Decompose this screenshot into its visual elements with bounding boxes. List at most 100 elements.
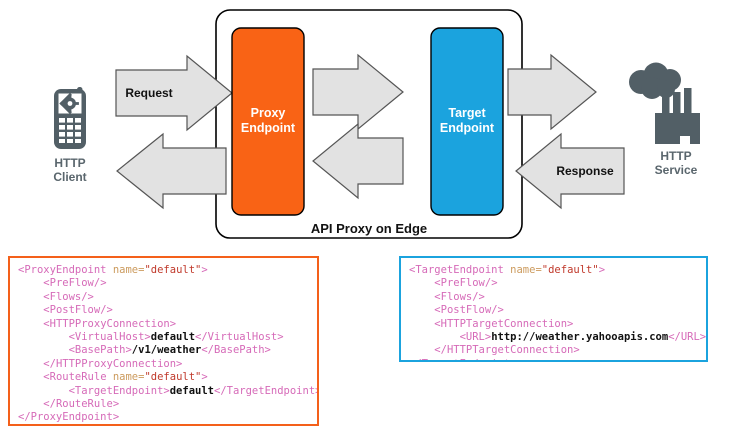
code-line: <TargetEndpoint name="default">	[409, 264, 698, 277]
code-token-plain	[409, 344, 434, 356]
code-token-tag: <PreFlow/>	[434, 277, 498, 290]
code-token-plain	[18, 331, 69, 343]
http-client-label-line2: Client	[53, 170, 86, 184]
code-line: <PostFlow/>	[409, 304, 698, 317]
arrow-request-label: Request	[125, 86, 172, 100]
code-line: <PreFlow/>	[409, 277, 698, 290]
proxy-endpoint-node[interactable]: Proxy Endpoint	[231, 27, 305, 216]
code-line: <Flows/>	[18, 291, 309, 304]
code-token-plain	[18, 371, 43, 383]
http-client-actor: HTTP Client	[53, 87, 87, 184]
code-line: <ProxyEndpoint name="default">	[18, 264, 309, 277]
code-token-tag: <TargetEndpoint>	[68, 384, 170, 397]
code-token-tag: </TargetEndpoint>	[409, 358, 516, 360]
target-endpoint-node[interactable]: Target Endpoint	[430, 27, 504, 216]
proxy-endpoint-label-line2: Endpoint	[241, 121, 296, 135]
code-token-plain	[18, 344, 69, 356]
code-token-tag: <TargetEndpoint	[409, 264, 504, 276]
http-service-actor: HTTP Service	[629, 62, 700, 177]
code-token-plain	[409, 277, 434, 289]
proxy-endpoint-box[interactable]	[231, 27, 305, 216]
code-token-tag: <URL>	[459, 330, 492, 343]
code-token-tag: </VirtualHost>	[195, 330, 284, 343]
api-proxy-flow-diagram: Request Response Proxy Endpoint	[53, 9, 700, 239]
code-token-tag: <PreFlow/>	[43, 277, 107, 290]
code-token-tag: </RouteRule>	[43, 397, 120, 410]
code-line: <Flows/>	[409, 291, 698, 304]
factory-cloud-icon	[629, 62, 700, 144]
code-token-txt: http://weather.yahooapis.com	[491, 330, 669, 343]
code-token-plain	[18, 291, 43, 303]
arrow-response-label: Response	[556, 164, 614, 178]
arrow-response: Response	[515, 132, 625, 210]
code-token-txt: /v1/weather	[131, 344, 202, 357]
code-line: <HTTPTargetConnection>	[409, 318, 698, 331]
code-line: </ProxyEndpoint>	[18, 411, 309, 424]
code-token-tag: >	[201, 264, 208, 276]
code-token-tag: </BasePath>	[201, 344, 271, 357]
code-token-plain	[18, 318, 43, 330]
http-service-label-line1: HTTP	[660, 149, 691, 163]
mobile-phone-gear-icon	[54, 87, 86, 149]
code-line: <RouteRule name="default">	[18, 371, 309, 384]
code-token-plain	[18, 385, 69, 397]
code-line: <TargetEndpoint>default</TargetEndpoint>	[18, 384, 317, 398]
code-token-tag: <PostFlow/>	[434, 304, 504, 317]
proxy-endpoint-label-line1: Proxy	[251, 106, 286, 120]
http-service-label-line2: Service	[655, 163, 698, 177]
code-token-plain	[18, 277, 43, 289]
code-line: </HTTPProxyConnection>	[18, 358, 309, 371]
code-token-txt: default	[150, 330, 196, 343]
code-token-plain	[18, 304, 43, 316]
code-line: </RouteRule>	[18, 398, 309, 411]
code-token-tag: <Flows/>	[43, 290, 94, 303]
code-token-attr: name	[112, 264, 139, 276]
arrow-proxy-to-target	[312, 53, 404, 131]
api-proxy-container-label: API Proxy on Edge	[311, 221, 427, 236]
code-token-eq: =	[138, 371, 145, 384]
code-token-plain	[18, 358, 43, 370]
code-token-tag: </ProxyEndpoint>	[18, 411, 120, 424]
code-line: <PostFlow/>	[18, 304, 309, 317]
code-line: <HTTPProxyConnection>	[18, 318, 309, 331]
target-endpoint-label-line1: Target	[448, 106, 486, 120]
code-line: <VirtualHost>default</VirtualHost>	[18, 331, 309, 344]
proxy-endpoint-code-panel[interactable]: <ProxyEndpoint name="default"> <PreFlow/…	[8, 256, 319, 426]
code-token-tag: </TargetEndpoint>	[214, 384, 319, 397]
code-token-eq: =	[535, 264, 542, 276]
code-token-tag: <BasePath>	[68, 344, 132, 357]
code-token-plain	[409, 318, 434, 330]
code-token-plain	[409, 304, 434, 316]
code-line: <PreFlow/>	[18, 277, 309, 290]
code-token-str: "default"	[144, 371, 202, 384]
code-token-attr: name	[112, 371, 139, 384]
code-token-plain	[409, 291, 434, 303]
code-token-str: "default"	[541, 264, 599, 276]
code-token-tag: <ProxyEndpoint	[18, 264, 107, 276]
target-endpoint-code-panel[interactable]: <TargetEndpoint name="default"> <PreFlow…	[399, 256, 708, 362]
arrow-client-inbound	[116, 132, 227, 210]
code-token-plain	[409, 331, 460, 343]
code-token-tag: <HTTPProxyConnection>	[43, 317, 177, 330]
http-client-label-line1: HTTP	[54, 156, 85, 170]
code-token-txt: default	[169, 384, 214, 397]
code-line: <BasePath>/v1/weather</BasePath>	[18, 344, 309, 357]
code-token-attr: name	[510, 264, 536, 276]
target-endpoint-box[interactable]	[430, 27, 504, 216]
code-token-eq: =	[138, 264, 145, 276]
arrow-target-to-proxy	[312, 122, 404, 200]
code-token-tag: <PostFlow/>	[43, 304, 113, 317]
code-token-tag: <RouteRule	[43, 371, 107, 384]
code-line: <URL>http://weather.yahooapis.com</URL>	[409, 330, 706, 344]
code-token-tag: >	[201, 371, 208, 384]
arrow-request: Request	[115, 54, 233, 132]
code-token-tag: <HTTPTargetConnection>	[434, 317, 574, 330]
code-token-str: "default"	[144, 264, 202, 276]
code-token-tag: >	[598, 264, 606, 276]
arrow-service-inbound	[507, 53, 597, 131]
code-token-tag: <Flows/>	[434, 290, 485, 303]
code-token-tag: </HTTPTargetConnection>	[434, 344, 580, 357]
code-line: </TargetEndpoint>	[409, 358, 698, 360]
code-token-tag: <VirtualHost>	[68, 330, 151, 343]
